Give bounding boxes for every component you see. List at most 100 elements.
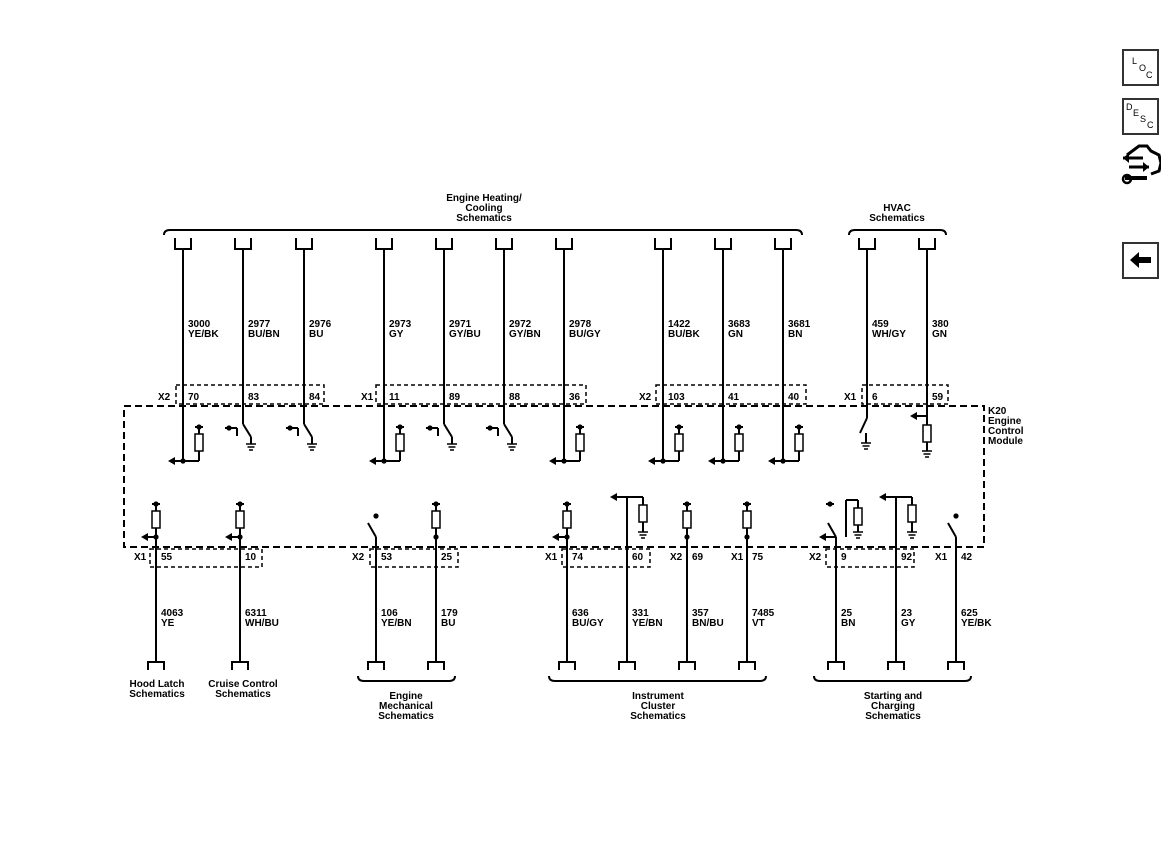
top-wire-4-connector-symbol	[435, 238, 453, 250]
top-wire-9-connector-symbol	[774, 238, 792, 250]
bottom-wire-3-connector-symbol	[427, 661, 445, 670]
bottom-wire-5-input-arrow	[610, 493, 617, 501]
top-wire-4-wire-color: GY/BU	[449, 329, 481, 340]
top-wire-11-pin-number: 59	[932, 392, 944, 403]
bottom-connector-label-2: X1	[545, 552, 558, 563]
top-wire-9-arrow	[768, 457, 775, 465]
bottom-wire-4-pin-number: 74	[572, 552, 584, 563]
top-wire-7-supply-dot	[676, 424, 682, 430]
back-button[interactable]	[1122, 242, 1159, 279]
top-wire-2-connector-symbol	[295, 238, 313, 250]
top-wire-1-switch-blade	[242, 423, 252, 438]
bottom-wire-10-pin-number: 42	[961, 552, 973, 563]
top-wire-3-resistor	[395, 433, 405, 452]
top-group-label-engine-heating-0: Engine Heating/	[446, 193, 522, 204]
top-wire-0-wire-color: YE/BK	[188, 329, 219, 340]
bottom-group-bracket-instrument-cluster	[548, 675, 767, 682]
top-wire-9-resistor	[794, 433, 804, 452]
desc-button[interactable]: D E S C	[1122, 98, 1159, 135]
bottom-wire-9-input-arrow	[879, 493, 886, 501]
bottom-wire-1-connector-symbol	[231, 661, 249, 670]
top-wire-1-wire-color: BU/BN	[248, 329, 280, 340]
bottom-wire-3-pin-number: 25	[441, 552, 453, 563]
module-name-line-2: Control	[988, 426, 1024, 437]
top-wire-11-resistor	[922, 424, 932, 443]
top-wire-4-pin-number: 89	[449, 392, 461, 403]
bottom-wire-2-switch-blade	[367, 522, 377, 538]
top-group-label-hvac-0: HVAC	[883, 203, 911, 214]
top-wire-8-junction	[720, 458, 726, 464]
top-wire-0-supply-dot	[196, 424, 202, 430]
bottom-wire-10-switch-dot	[953, 513, 959, 519]
bottom-wire-8-switch-blade	[827, 522, 837, 538]
bottom-wire-8-switch-dot	[827, 501, 833, 507]
bottom-wire-9-wire-color: GY	[901, 618, 916, 629]
bottom-group-label-4-0: Starting and	[864, 691, 922, 702]
bottom-wire-9-circuit-number: 23	[901, 608, 913, 619]
bottom-wire-0-wire-color: YE	[161, 618, 175, 629]
top-group-label-hvac-1: Schematics	[869, 213, 925, 224]
bottom-wire-8-pin-number: 9	[841, 552, 847, 563]
top-wire-6-wire-color: BU/GY	[569, 329, 601, 340]
top-wire-3-arrow	[369, 457, 376, 465]
top-wire-8-circuit-number: 3683	[728, 319, 751, 330]
bottom-wire-6-connector-symbol	[678, 661, 696, 670]
desc-letter-e: E	[1133, 108, 1140, 118]
bottom-wire-0-circuit-number: 4063	[161, 608, 184, 619]
top-wire-11-input-arrow	[910, 412, 917, 420]
bottom-wire-7-pin-number: 75	[752, 552, 764, 563]
loc-letter-l: L	[1132, 56, 1138, 66]
bottom-group-label-0-0: Hood Latch	[130, 679, 185, 690]
bottom-group-label-2-1: Mechanical	[379, 701, 433, 712]
top-wire-2-wire-color: BU	[309, 329, 323, 340]
loc-letter-o: O	[1139, 63, 1147, 73]
top-wire-0-connector-symbol	[174, 238, 192, 250]
top-wire-8-connector-symbol	[714, 238, 732, 250]
desc-letter-d: D	[1126, 102, 1133, 112]
bottom-wire-1-arrow	[225, 533, 232, 541]
desc-letter-s: S	[1140, 114, 1147, 124]
bottom-wire-10-switch-blade	[947, 522, 957, 538]
bottom-wire-1-resistor	[235, 510, 245, 529]
top-wire-9-circuit-number: 3681	[788, 319, 811, 330]
top-wire-8-arrow	[708, 457, 715, 465]
module-name-line-1: Engine	[988, 416, 1022, 427]
bottom-wire-0-arrow	[141, 533, 148, 541]
top-wire-7-arrow	[648, 457, 655, 465]
loc-button[interactable]: L O C	[1122, 49, 1159, 86]
bottom-wire-0-supply-dot	[153, 501, 159, 507]
bottom-wire-5-wire-color: YE/BN	[632, 618, 663, 629]
bottom-group-label-3-2: Schematics	[630, 711, 686, 722]
loc-letter-c: C	[1146, 70, 1153, 80]
top-wire-3-wire-color: GY	[389, 329, 404, 340]
bottom-wire-6-pin-number: 69	[692, 552, 704, 563]
bottom-wire-9-pin-number: 92	[901, 552, 913, 563]
top-group-bracket-engine-heating	[163, 229, 803, 236]
top-wire-3-supply-dot	[397, 424, 403, 430]
top-wire-7-wire-color: BU/BK	[668, 329, 700, 340]
top-wire-5-circuit-number: 2972	[509, 319, 532, 330]
bottom-wire-7-supply-dot	[744, 501, 750, 507]
top-wire-0-circuit-number: 3000	[188, 319, 211, 330]
service-info-button[interactable]	[1121, 143, 1161, 189]
bottom-group-label-4-1: Charging	[871, 701, 915, 712]
top-wire-6-pin-number: 36	[569, 392, 581, 403]
bottom-wire-8-wire-color: BN	[841, 618, 855, 629]
top-wire-0-arrow	[168, 457, 175, 465]
bottom-wire-1-wire-color: WH/BU	[245, 618, 279, 629]
bottom-wire-9-resistor	[907, 504, 917, 523]
top-wire-0-pin-number: 70	[188, 392, 200, 403]
bottom-connector-label-0: X1	[134, 552, 147, 563]
bottom-group-label-2-0: Engine	[389, 691, 423, 702]
module-name-line-3: Module	[988, 436, 1023, 447]
top-wire-1-circuit-number: 2977	[248, 319, 271, 330]
bottom-wire-5-pin-number: 60	[632, 552, 644, 563]
bottom-wire-1-circuit-number: 6311	[245, 608, 267, 619]
bottom-wire-10-connector-symbol	[947, 661, 965, 670]
top-wire-7-circuit-number: 1422	[668, 319, 691, 330]
top-group-label-engine-heating-2: Schematics	[456, 213, 512, 224]
bottom-connector-label-5: X2	[809, 552, 822, 563]
top-wire-3-circuit-number: 2973	[389, 319, 412, 330]
top-connector-box-0	[175, 384, 325, 405]
bottom-wire-0-pin-number: 55	[161, 552, 173, 563]
